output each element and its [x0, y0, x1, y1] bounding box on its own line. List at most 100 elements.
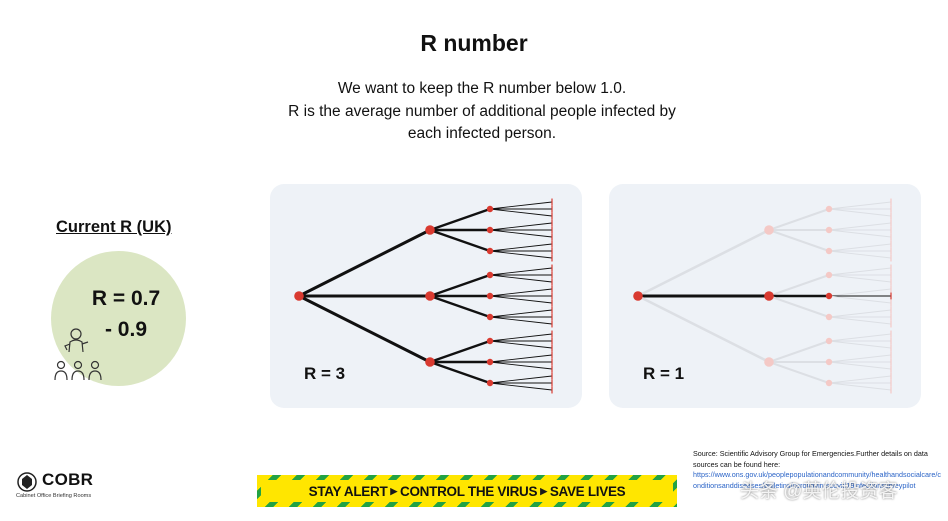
slogan-part: SAVE LIVES: [549, 483, 626, 499]
spread-edge: [428, 273, 492, 298]
cobr-logo: COBR Cabinet Office Briefing Rooms: [16, 469, 116, 503]
infected-node: [425, 291, 435, 301]
infected-node: [486, 271, 494, 279]
infected-node: [825, 313, 833, 321]
spread-edge: [828, 250, 892, 259]
spread-edge: [828, 316, 892, 325]
spread-edge: [828, 361, 892, 370]
spread-edge: [489, 267, 553, 276]
spread-edge: [489, 222, 553, 231]
spread-edge: [489, 229, 553, 238]
infected-node: [486, 313, 494, 321]
spread-edge: [489, 208, 553, 217]
subtitle-line: each infected person.: [407, 125, 557, 142]
current-r-circle: [51, 251, 186, 386]
infected-node: [825, 379, 833, 387]
spread-edge: [768, 361, 830, 384]
infected-node: [825, 358, 833, 366]
spread-edge: [489, 375, 553, 384]
spread-edge: [828, 243, 892, 252]
spread-edge: [768, 274, 830, 297]
slogan-banner: STAY ALERT ▶ CONTROL THE VIRUS ▶ SAVE LI…: [257, 475, 677, 507]
spread-edge: [489, 243, 553, 252]
spread-edge: [489, 382, 553, 391]
spread-edge: [297, 294, 432, 364]
spread-edge: [489, 316, 553, 325]
infected-node: [486, 205, 494, 213]
spread-edge: [489, 333, 553, 342]
spread-edge: [828, 201, 892, 210]
spread-edge: [489, 250, 553, 259]
r3-spread-tree: [294, 198, 553, 394]
spread-edge: [828, 382, 892, 391]
infected-node: [486, 226, 494, 234]
people-icon: [54, 328, 102, 381]
r-value-line: R = 0.7: [91, 287, 161, 310]
spread-edge: [489, 288, 553, 297]
spread-edge: [828, 375, 892, 384]
watermark: 头条 @英伦投资客: [740, 481, 898, 502]
infected-node: [486, 337, 494, 345]
spread-edge: [828, 229, 892, 238]
chevron-right-icon: ▶: [540, 485, 547, 496]
spread-edge: [297, 228, 432, 298]
infected-node: [825, 292, 833, 300]
r1-label: R = 1: [643, 364, 685, 383]
spread-edge: [428, 360, 492, 385]
infected-node: [825, 337, 833, 345]
spread-edge: [489, 274, 553, 283]
spread-edge: [636, 294, 771, 364]
r1-panel: [609, 184, 921, 408]
spread-edge: [489, 309, 553, 318]
r3-label: R = 3: [304, 364, 346, 383]
subtitle-line: We want to keep the R number below 1.0.: [337, 80, 627, 97]
spread-edge: [489, 295, 553, 304]
spread-edge: [828, 340, 892, 349]
spread-edge: [489, 354, 553, 363]
r3-panel: [270, 184, 582, 408]
spread-edge: [489, 340, 553, 349]
infected-node: [294, 291, 304, 301]
spread-edge: [828, 267, 892, 276]
spread-edge: [828, 208, 892, 217]
infected-node: [486, 247, 494, 255]
spread-edge: [768, 295, 830, 318]
infected-node: [825, 271, 833, 279]
slide-title: R number: [420, 30, 528, 56]
spread-edge: [828, 222, 892, 231]
spread-edge: [428, 339, 492, 364]
infected-node: [486, 379, 494, 387]
infected-node: [425, 225, 435, 235]
spread-edge: [828, 288, 892, 297]
spread-edge: [428, 228, 492, 253]
spread-edge: [489, 361, 553, 370]
spread-edge: [768, 208, 830, 231]
logo-subtitle: Cabinet Office Briefing Rooms: [16, 493, 92, 499]
infected-node: [764, 357, 774, 367]
spread-edge: [828, 333, 892, 342]
infected-node: [825, 247, 833, 255]
slogan-part: STAY ALERT: [308, 483, 388, 499]
spread-edge: [768, 229, 830, 252]
infected-node: [486, 292, 494, 300]
spread-edge: [828, 309, 892, 318]
spread-edge: [828, 295, 892, 304]
source-note: Source: Scientific Advisory Group for Em…: [693, 449, 943, 491]
subtitle-line: R is the average number of additional pe…: [288, 102, 676, 120]
logo-name: COBR: [42, 470, 94, 489]
infected-node: [425, 357, 435, 367]
r-value-line: - 0.9: [104, 318, 148, 341]
spread-edge: [828, 274, 892, 283]
spread-edge: [636, 228, 771, 298]
infected-node: [486, 358, 494, 366]
spread-edge: [768, 340, 830, 363]
current-r-label: Current R (UK): [56, 218, 172, 236]
crest-icon: [17, 472, 37, 492]
infected-node: [764, 291, 774, 301]
spread-edge: [489, 201, 553, 210]
slogan-part: CONTROL THE VIRUS: [400, 483, 538, 499]
infected-node: [633, 291, 643, 301]
infected-node: [825, 205, 833, 213]
source-link[interactable]: https://www.ons.gov.uk/peoplepopulationa…: [693, 470, 941, 490]
chevron-right-icon: ▶: [390, 485, 398, 496]
